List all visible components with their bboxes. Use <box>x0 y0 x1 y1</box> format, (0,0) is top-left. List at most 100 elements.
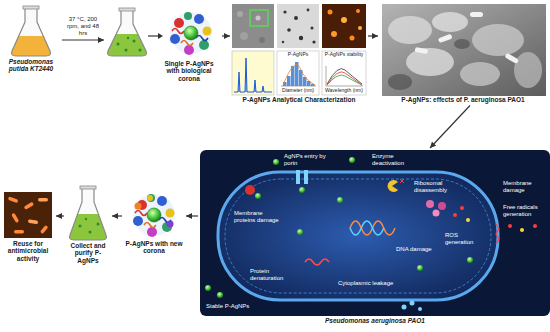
antimicrobial-image <box>40 225 48 234</box>
edx-spectrum <box>234 58 272 92</box>
node-caption: P-AgNPs with new corona <box>124 240 184 255</box>
bacterial-cell <box>218 172 498 300</box>
bacterial-cell <box>460 206 464 210</box>
nanoparticle-flask <box>133 40 136 43</box>
sem-image <box>406 48 454 76</box>
illustrated-node: Reuse for antimicrobial activity <box>2 190 54 262</box>
micrograph-panel <box>331 31 337 37</box>
mechanism-label: Free radicals generation <box>503 204 548 218</box>
bacterial-cell <box>217 292 223 298</box>
micrograph-panel <box>312 40 315 43</box>
nanoparticle-flask <box>125 49 128 52</box>
bacterial-cell <box>417 265 423 271</box>
node-caption: Pseudomonas putida KT2440 <box>2 58 60 73</box>
antimicrobial-image <box>11 213 19 223</box>
nanoparticle-flask <box>127 37 129 39</box>
sem-image <box>504 53 519 64</box>
illustrated-node: Pseudomonas aeruginosa PAO1 <box>200 150 550 324</box>
bacterial-cell <box>388 180 398 192</box>
illustration-space <box>106 4 220 60</box>
micrograph-panel <box>283 10 286 13</box>
mechanism-label: DNA damage <box>396 246 440 253</box>
sem-image <box>460 62 500 86</box>
illustration-space <box>66 186 110 242</box>
sem-image <box>438 34 453 43</box>
sem-image <box>382 4 546 96</box>
purification-flask <box>79 225 82 228</box>
micrograph-panel <box>294 16 298 20</box>
bacterial-cell <box>304 170 308 184</box>
micrograph-panel <box>282 41 284 43</box>
antimicrobial-image <box>4 192 52 238</box>
purification-flask <box>80 186 96 189</box>
illustrated-node: P-AgNPs with new corona <box>124 190 184 255</box>
bacterial-cell <box>533 224 537 228</box>
bacterial-cell <box>297 229 303 235</box>
sem-image <box>388 16 432 44</box>
antimicrobial-image <box>14 230 24 234</box>
micrograph-panel <box>307 9 310 12</box>
bacterial-cell <box>255 193 261 199</box>
size-histogram <box>277 51 319 95</box>
antimicrobial-image <box>8 196 19 203</box>
flow-arrow <box>186 215 198 216</box>
purification-flask <box>70 214 107 240</box>
bacterial-cell <box>337 197 343 203</box>
mechanism-label: Stable P-AgNPs <box>206 303 266 310</box>
size-histogram <box>291 66 295 86</box>
sem-image <box>514 52 542 88</box>
new-corona-extra <box>147 195 153 201</box>
node-caption: Pseudomonas aeruginosa PAO1 <box>200 317 550 324</box>
nanoparticle-flask <box>139 49 142 52</box>
mechanism-label: Membrane proteins damage <box>234 210 282 224</box>
edx-spectrum <box>232 51 274 95</box>
stability-plot <box>327 69 362 84</box>
micrograph-panel <box>232 4 274 48</box>
flow-arrow <box>56 215 64 216</box>
mechanism-label: Cytoplasmic leakage <box>338 280 396 287</box>
bacterial-cell <box>453 213 457 217</box>
micrograph-panel <box>311 27 314 30</box>
flow-arrow <box>62 39 104 40</box>
axis-label: Diameter (nm) <box>278 88 318 94</box>
bacterial-cell <box>245 185 255 195</box>
mechanism-label: Ribosomal disassembly <box>414 180 460 194</box>
bacterial-cell <box>349 157 355 163</box>
bacterial-cell <box>438 202 446 210</box>
micrograph-panel <box>256 16 261 21</box>
micrograph-panel <box>250 10 268 26</box>
chart-title: P-AgNPs <box>278 52 318 58</box>
bacterial-cell <box>350 221 395 235</box>
illustration-space <box>380 3 546 96</box>
bacterial-cell <box>205 285 211 291</box>
mechanism-label: Enzyme deactivation <box>372 153 418 167</box>
mechanism-label: Protein denaturation <box>250 268 300 282</box>
antimicrobial-image <box>38 198 48 202</box>
purification-flask <box>70 188 107 240</box>
illustrated-node: Pseudomonas putida KT2440 <box>2 4 60 73</box>
culture-flask <box>23 6 39 9</box>
flow-arrow <box>112 215 122 216</box>
node-caption: Single P-AgNPs with biological corona <box>158 60 220 82</box>
new-corona-extra <box>135 203 142 210</box>
sem-image <box>432 12 468 32</box>
micrograph-panel <box>299 36 303 40</box>
bacterial-cell <box>410 301 415 306</box>
node-caption: P-AgNPs Analytical Characterization <box>232 96 366 103</box>
culture-flask <box>12 6 51 56</box>
sem-image <box>454 39 470 49</box>
illustration-space <box>124 190 184 240</box>
illustrated-node: Single P-AgNPs with biological corona <box>106 4 220 82</box>
size-histogram <box>277 51 319 95</box>
stability-plot <box>327 72 362 85</box>
illustration-space <box>2 4 60 58</box>
sem-image <box>415 47 429 54</box>
new-corona-extra <box>167 221 174 228</box>
micrograph-panel <box>287 28 291 32</box>
new-protein-corona <box>133 194 175 237</box>
new-corona-extra <box>135 195 174 228</box>
stability-plot <box>326 66 327 86</box>
micrograph-panel <box>358 26 362 30</box>
